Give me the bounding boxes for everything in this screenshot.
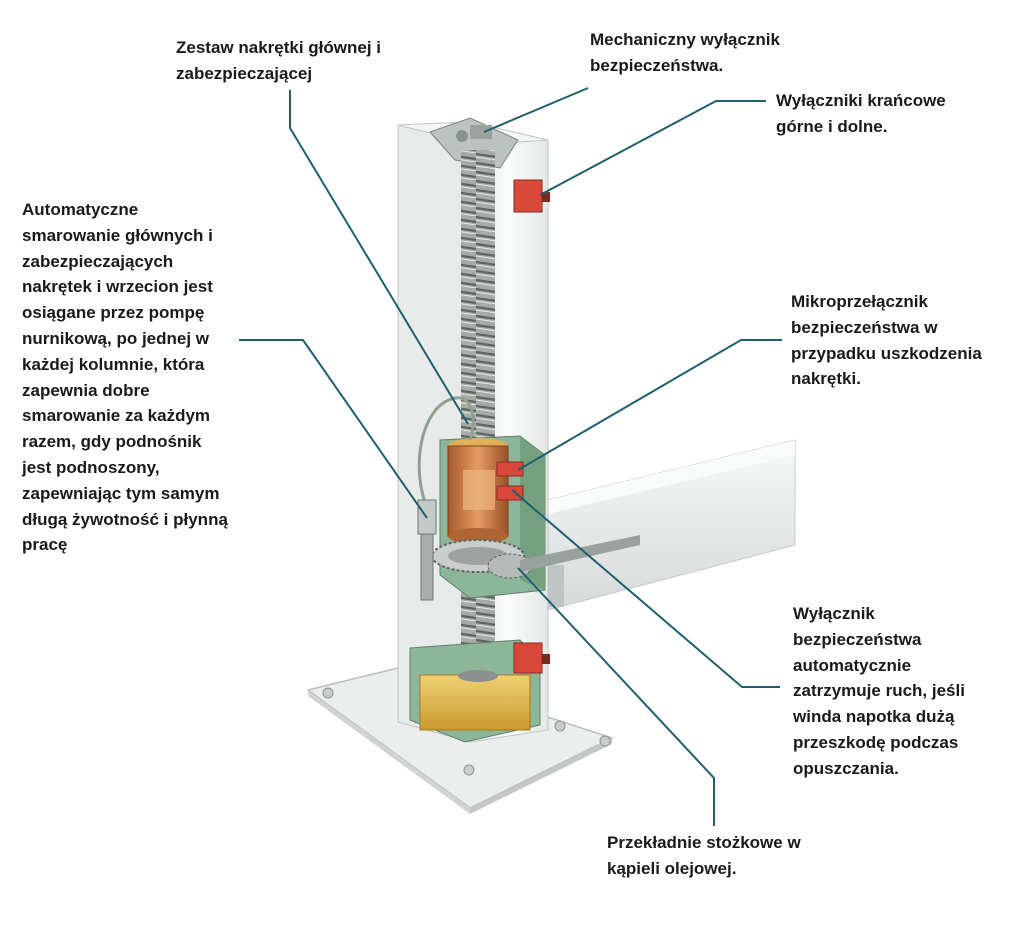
lubrication-pump (417, 396, 475, 601)
oil-bath (409, 639, 541, 743)
label-mechanical-switch: Mechaniczny wyłącznik bezpieczeństwa. (590, 30, 780, 75)
leader-bevel (517, 567, 715, 826)
nut-microswitch (496, 461, 524, 501)
label-nut-set: Zestaw nakrętki głównej i zabezpieczając… (176, 38, 382, 83)
leader-limit (539, 100, 766, 196)
top-nut-assembly (429, 117, 519, 169)
lead-screw-upper (461, 150, 495, 440)
leader-micro (517, 339, 782, 471)
leader-mech (483, 87, 589, 133)
label-limit-switches: Wyłączniki krańcowe górne i dolne. (776, 91, 946, 136)
limit-switch-lower (513, 642, 550, 674)
leader-nut (289, 90, 469, 425)
limit-switch-upper (513, 179, 550, 213)
label-auto-stop-switch: Wyłącznik bezpieczeństwa automatycznie z… (793, 604, 965, 778)
label-lubrication: Automatyczne smarowanie głównych i zabez… (22, 200, 228, 555)
label-microswitch: Mikroprzełącznik bezpieczeństwa w przypa… (791, 292, 982, 389)
lift-arm (547, 439, 796, 611)
leader-lines (239, 87, 782, 826)
label-bevel-gears: Przekładnie stożkowe w kąpieli olejowej. (607, 833, 801, 878)
leader-lube (239, 339, 428, 519)
bevel-gear (431, 535, 640, 579)
leader-auto (511, 489, 780, 688)
